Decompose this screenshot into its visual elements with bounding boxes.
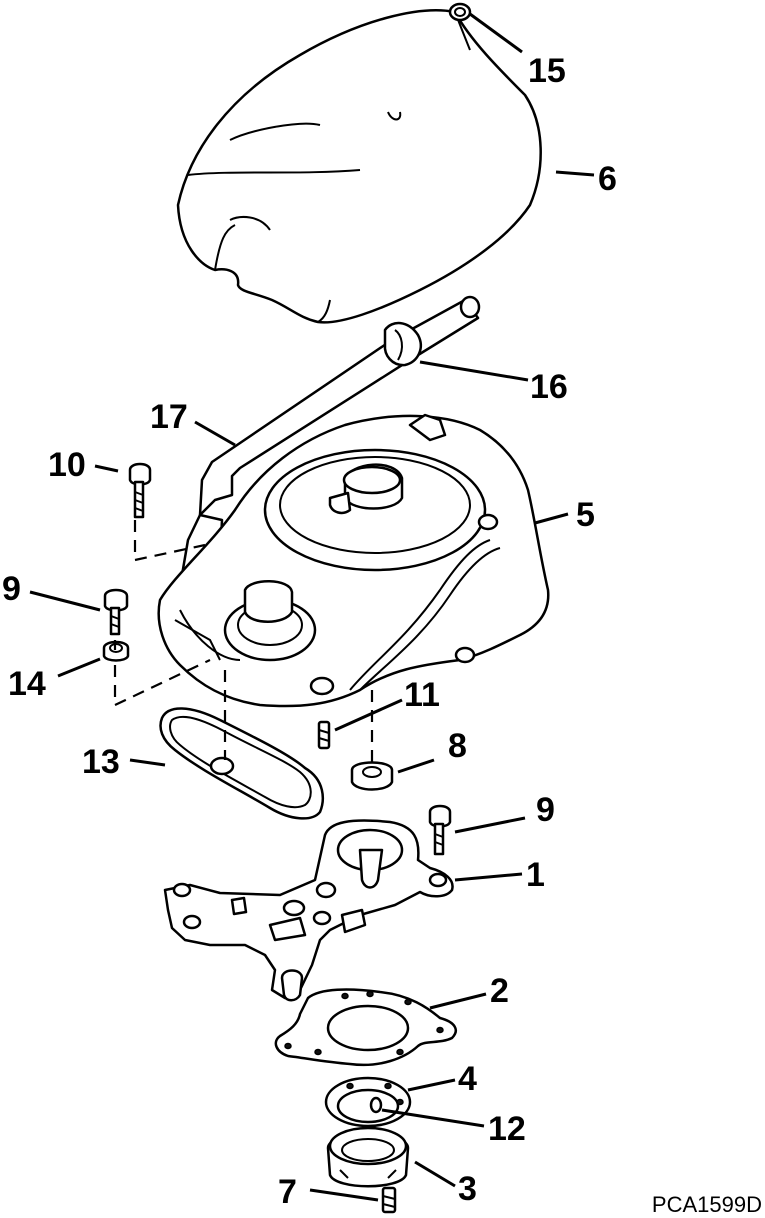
part-gasket-13 xyxy=(159,707,324,820)
callout-1: 1 xyxy=(526,856,545,894)
part-bolt-10 xyxy=(128,462,152,519)
callout-16: 16 xyxy=(530,368,568,406)
callout-labels: 15 6 16 17 10 5 9 14 11 13 8 9 1 2 4 12 … xyxy=(2,52,617,1211)
callout-17: 17 xyxy=(150,398,188,436)
callout-5: 5 xyxy=(576,496,595,534)
callout-7: 7 xyxy=(278,1173,297,1211)
callout-8: 8 xyxy=(448,727,467,765)
callout-4: 4 xyxy=(458,1060,477,1098)
part-washer-8 xyxy=(350,761,394,791)
callout-6: 6 xyxy=(598,160,617,198)
part-bracket-1 xyxy=(163,819,454,1002)
callout-9-lower: 9 xyxy=(536,791,555,829)
callout-9-upper: 9 xyxy=(2,570,21,608)
part-bolt-9b xyxy=(428,804,452,856)
part-bushing-14 xyxy=(102,640,130,662)
callout-10: 10 xyxy=(48,446,86,484)
part-gasket-2 xyxy=(274,988,457,1067)
part-pin-12 xyxy=(369,1096,383,1114)
part-retainer-3 xyxy=(326,1126,410,1188)
part-cover xyxy=(176,9,542,324)
part-screw-11 xyxy=(317,720,331,750)
assembly-lines xyxy=(113,520,374,765)
part-bolt-9a xyxy=(103,588,129,636)
part-housing xyxy=(157,413,550,708)
callout-12: 12 xyxy=(488,1110,526,1148)
callout-3: 3 xyxy=(458,1170,477,1208)
callout-2: 2 xyxy=(490,972,509,1010)
callout-15: 15 xyxy=(528,52,566,90)
callout-11: 11 xyxy=(404,676,440,714)
part-ring-4 xyxy=(324,1076,412,1128)
figure-reference: PCA1599D xyxy=(652,1192,762,1217)
callout-14: 14 xyxy=(8,665,46,703)
part-grommet-15 xyxy=(448,2,472,22)
part-screw-7 xyxy=(381,1186,397,1214)
leader-lines xyxy=(29,12,595,1202)
callout-13: 13 xyxy=(82,743,120,781)
